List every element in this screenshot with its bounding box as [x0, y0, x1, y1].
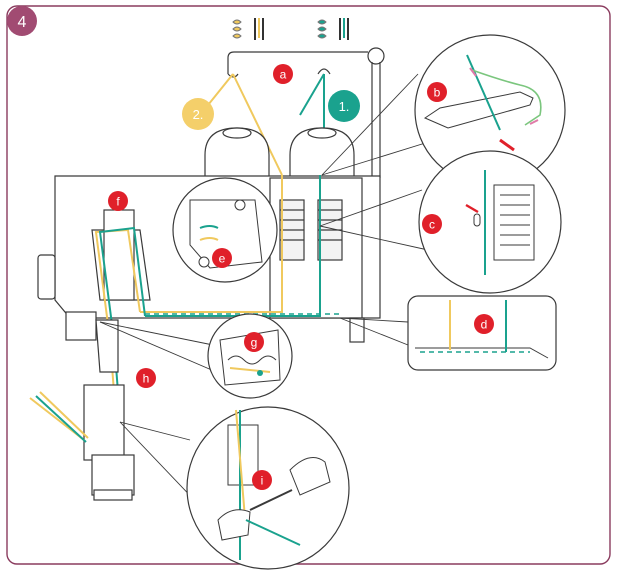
label-e: e: [212, 248, 232, 268]
thread-stand: [227, 47, 385, 178]
spool-1-label: 1.: [339, 99, 350, 114]
label-f: f: [108, 191, 128, 211]
step-number: 4: [18, 14, 27, 31]
label-b: b: [427, 82, 447, 102]
thread-1-tension: [145, 175, 321, 317]
pointer-arrow-icon: [465, 203, 479, 214]
label-h-text: h: [143, 372, 150, 386]
spool-2: [204, 127, 270, 179]
spool-1-badge: 1.: [328, 90, 360, 122]
needle-thread-icon-left: [232, 18, 264, 40]
thread-tails-green: [35, 395, 87, 443]
label-a-text: a: [280, 68, 287, 82]
callout-g: [207, 313, 293, 399]
needle-thread-icon-right: [317, 18, 349, 40]
thread-2-tension: [140, 175, 283, 313]
spool-2-badge: 2.: [182, 98, 214, 130]
label-a: a: [273, 64, 293, 84]
needle-area: [65, 311, 135, 501]
label-c-text: c: [429, 218, 435, 232]
label-i-text: i: [261, 474, 264, 488]
spool-2-label: 2.: [193, 107, 204, 122]
thread-2-guide-f: [94, 228, 141, 471]
label-b-text: b: [434, 86, 441, 100]
callout-b: [414, 34, 566, 186]
step-badge: 4: [7, 6, 37, 36]
label-h: h: [136, 368, 156, 388]
label-g-text: g: [251, 336, 258, 350]
callout-e: [172, 177, 278, 283]
label-c: c: [422, 214, 442, 234]
label-f-text: f: [116, 195, 120, 209]
callout-connectors: [99, 73, 436, 549]
label-d: d: [474, 314, 494, 334]
callout-c: [418, 150, 562, 294]
thread-1-guide-f: [98, 226, 146, 471]
label-d-text: d: [481, 318, 488, 332]
label-e-text: e: [219, 252, 226, 266]
label-g: g: [244, 332, 264, 352]
label-i: i: [252, 470, 272, 490]
spool-1: [289, 127, 355, 179]
